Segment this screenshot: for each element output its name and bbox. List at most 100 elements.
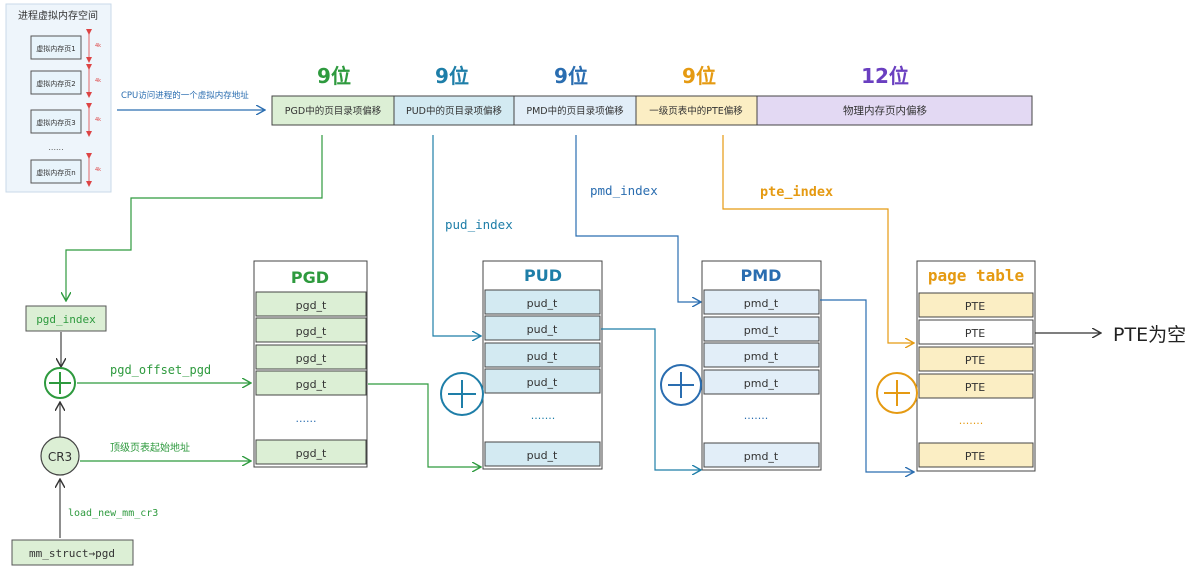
plus-circle-pmd	[660, 364, 702, 406]
address-field-pud: 9位 PUD中的页目录项偏移	[393, 64, 515, 126]
plus-circle-pte	[876, 372, 918, 414]
table-cell: pud_t	[527, 350, 558, 363]
table-cell: pgd_t	[296, 378, 327, 391]
table-row: pud_t	[484, 342, 601, 368]
table-cell: pmd_t	[744, 324, 779, 337]
size-marker-label: 4k	[95, 78, 101, 84]
bit-count: 9位	[554, 64, 588, 88]
field-label: PUD中的页目录项偏移	[406, 105, 502, 117]
pgd-base-label: 顶级页表起始地址	[110, 441, 190, 454]
plus-circle-pud	[440, 372, 484, 416]
address-field-pte: 9位 一级页表中的PTE偏移	[635, 64, 758, 126]
table-cell: pud_t	[527, 323, 558, 336]
load-new-mm-cr3-label: load_new_mm_cr3	[68, 508, 158, 519]
cr3-circle: CR3	[40, 436, 80, 476]
table-row: pgd_t	[255, 439, 367, 465]
table-row: PTE	[918, 442, 1034, 468]
bit-count: 12位	[861, 64, 909, 88]
bit-count: 9位	[435, 64, 469, 88]
vm-area-label: 虚拟内存页1	[36, 44, 75, 53]
size-marker-label: 4k	[95, 117, 101, 123]
size-marker-label: 4k	[95, 43, 101, 49]
cr3-label: CR3	[48, 450, 72, 464]
size-marker-label: 4k	[95, 167, 101, 173]
table-row: pmd_t	[703, 316, 820, 342]
table-ellipsis: .......	[744, 409, 768, 422]
table-cell: pud_t	[527, 449, 558, 462]
pgd-table: PGD pgd_t pgd_t pgd_t pgd_t ...... pgd_t	[253, 260, 368, 468]
table-ellipsis: .......	[531, 409, 555, 422]
table-cell: pgd_t	[296, 352, 327, 365]
table-row: PTE	[918, 373, 1034, 399]
table-row: pmd_t	[703, 369, 820, 395]
pgd-to-pud-pointer	[368, 383, 480, 467]
table-row: PTE	[918, 346, 1034, 372]
pte-index-label: pte_index	[760, 184, 833, 200]
table-title: PUD	[524, 266, 562, 285]
field-label: PGD中的页目录项偏移	[285, 105, 382, 117]
pte-result-label: PTE为空	[1113, 324, 1186, 346]
pmd-to-pte-pointer	[820, 299, 913, 472]
table-cell: pgd_t	[296, 447, 327, 460]
table-cell: PTE	[965, 327, 985, 340]
virtual-address-fields: 9位 PGD中的页目录项偏移 9位 PUD中的页目录项偏移 9位 PMD中的页目…	[271, 64, 1033, 126]
pud-index-label: pud_index	[445, 217, 513, 232]
pgd-index-text: pgd_index	[36, 313, 96, 326]
pgd-index-connector	[66, 135, 323, 300]
vm-area-3: 虚拟内存页3	[30, 109, 82, 134]
pmd-table: PMD pmd_t pmd_t pmd_t pmd_t ....... pmd_…	[701, 260, 822, 471]
bit-count: 9位	[317, 64, 351, 88]
vm-ellipsis: ......	[48, 143, 63, 152]
table-cell: pud_t	[527, 297, 558, 310]
table-cell: pmd_t	[744, 450, 779, 463]
mm-struct-text: mm_struct→pgd	[29, 547, 115, 560]
table-cell: pgd_t	[296, 299, 327, 312]
pmd-index-connector	[575, 135, 700, 302]
pgd-offset-label: pgd_offset_pgd	[110, 363, 211, 377]
table-row: pmd_t	[703, 342, 820, 368]
mm-struct-box: mm_struct→pgd	[11, 539, 134, 566]
pte-table: page table PTE PTE PTE PTE ....... PTE	[916, 260, 1036, 472]
table-cell: PTE	[965, 450, 985, 463]
table-cell: pgd_t	[296, 325, 327, 338]
vm-area-1: 虚拟内存页1	[30, 35, 82, 60]
table-row: pud_t	[484, 441, 601, 467]
field-label: PMD中的页目录项偏移	[526, 105, 624, 117]
table-cell: PTE	[965, 354, 985, 367]
table-cell: pmd_t	[744, 350, 779, 363]
table-cell: PTE	[965, 300, 985, 313]
field-label: 物理内存页内偏移	[843, 104, 927, 117]
table-row: pmd_t	[703, 289, 820, 315]
table-cell: pmd_t	[744, 377, 779, 390]
table-row: pgd_t	[255, 344, 367, 370]
vm-area-n: 虚拟内存页n	[30, 159, 82, 184]
bit-count: 9位	[682, 64, 716, 88]
vm-panel-title: 进程虚拟内存空间	[18, 9, 98, 22]
vm-area-label: 虚拟内存页n	[36, 168, 75, 177]
table-row: PTE	[918, 292, 1034, 318]
pud-index-connector	[432, 135, 480, 336]
address-field-pgd: 9位 PGD中的页目录项偏移	[271, 64, 395, 126]
table-ellipsis: ......	[296, 412, 317, 425]
table-title: page table	[928, 266, 1024, 285]
pmd-index-label: pmd_index	[590, 183, 658, 198]
table-cell: pud_t	[527, 376, 558, 389]
pgd-index-box: pgd_index	[25, 305, 107, 332]
table-row: pmd_t	[703, 442, 820, 468]
pud-table: PUD pud_t pud_t pud_t pud_t ....... pud_…	[482, 260, 603, 470]
table-row: pgd_t	[255, 291, 367, 317]
table-row: pud_t	[484, 289, 601, 315]
address-field-pmd: 9位 PMD中的页目录项偏移	[513, 64, 637, 126]
vm-area-2: 虚拟内存页2	[30, 70, 82, 95]
pud-to-pmd-pointer	[601, 328, 700, 470]
field-label: 一级页表中的PTE偏移	[649, 105, 743, 117]
table-row: pgd_t	[255, 370, 367, 396]
virtual-memory-panel: 进程虚拟内存空间 虚拟内存页1 虚拟内存页2 虚拟内存页3 ...... 虚拟内…	[5, 3, 112, 193]
address-field-offset: 12位 物理内存页内偏移	[756, 64, 1033, 126]
vm-area-label: 虚拟内存页3	[36, 118, 75, 127]
table-title: PGD	[291, 268, 329, 287]
cpu-access-label: CPU访问进程的一个虚拟内存地址	[121, 90, 249, 101]
cpu-access-arrow: CPU访问进程的一个虚拟内存地址	[117, 90, 264, 110]
pte-index-connector	[722, 135, 913, 343]
